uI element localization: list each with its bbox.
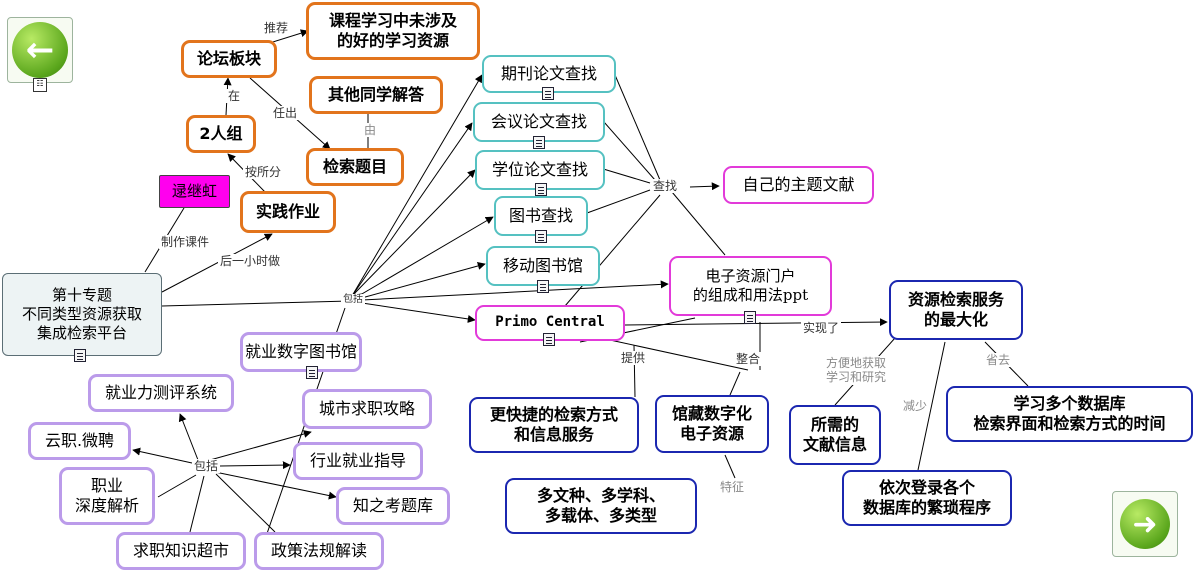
node-city-guide[interactable]: 城市求职攻略: [302, 389, 432, 429]
sitemap-icon[interactable]: ☷: [33, 78, 47, 92]
node-conference[interactable]: 会议论文查找: [473, 102, 605, 142]
link-label-assign: 按所分: [243, 165, 284, 180]
link-label-feature: 特征: [718, 480, 747, 495]
node-eportal[interactable]: 电子资源门户 的组成和用法ppt: [669, 256, 832, 316]
node-faster[interactable]: 更快捷的检索方式 和信息服务: [469, 397, 639, 453]
link-label-recommend: 推荐: [262, 21, 291, 36]
link-label-convenient: 方便地获取 学习和研究: [824, 356, 889, 385]
node-industry[interactable]: 行业就业指导: [293, 442, 423, 480]
link-label-raise: 任出: [271, 106, 300, 121]
document-note-icon[interactable]: [543, 333, 555, 346]
node-career[interactable]: 职业 深度解析: [59, 467, 155, 525]
node-group2[interactable]: 2人组: [186, 115, 256, 153]
node-root[interactable]: 第十专题 不同类型资源获取 集成检索平台: [2, 273, 162, 356]
back-arrow-icon: ←: [12, 22, 68, 78]
document-note-icon[interactable]: [535, 230, 547, 243]
document-note-icon[interactable]: [535, 183, 547, 196]
link-label-realize: 实现了: [801, 321, 842, 336]
link-label-integrate: 整合: [734, 352, 763, 367]
link-label-at: 在: [226, 89, 243, 104]
node-policy[interactable]: 政策法规解读: [254, 532, 384, 570]
node-books[interactable]: 图书查找: [494, 196, 588, 236]
link-label-make-courseware: 制作课件: [159, 235, 212, 250]
link-label-after-hours: 后一小时做: [218, 254, 283, 269]
link-label-search: 查找: [651, 179, 680, 194]
node-own-topic[interactable]: 自己的主题文献: [723, 166, 874, 204]
node-login[interactable]: 依次登录各个 数据库的繁琐程序: [842, 470, 1012, 526]
node-needed-info[interactable]: 所需的 文献信息: [789, 405, 881, 465]
link-label-provide: 提供: [619, 351, 648, 366]
document-note-icon[interactable]: [537, 280, 549, 293]
link-label-save: 省去: [984, 353, 1013, 368]
link-label-include-job: 包括: [192, 459, 221, 474]
node-maximize[interactable]: 资源检索服务 的最大化: [889, 280, 1023, 340]
node-exam-bank[interactable]: 知之考题库: [336, 487, 450, 525]
link-label-by: 由: [362, 123, 379, 138]
document-note-icon[interactable]: [306, 366, 318, 379]
document-note-icon[interactable]: [74, 349, 86, 362]
document-note-icon[interactable]: [533, 136, 545, 149]
forward-button[interactable]: ➜: [1112, 491, 1178, 557]
back-button[interactable]: ←: [7, 17, 73, 83]
node-author[interactable]: 逯继虹: [159, 175, 230, 208]
node-cloud-job[interactable]: 云职.微聘: [28, 422, 131, 460]
node-knowledge-market[interactable]: 求职知识超市: [116, 532, 246, 570]
node-learn-many[interactable]: 学习多个数据库 检索界面和检索方式的时间: [946, 386, 1193, 442]
node-primo[interactable]: Primo Central: [475, 305, 625, 341]
node-forum[interactable]: 论坛板块: [181, 40, 277, 78]
node-collection[interactable]: 馆藏数字化 电子资源: [655, 395, 769, 453]
node-practice[interactable]: 实践作业: [240, 191, 336, 233]
node-course-resources[interactable]: 课程学习中未涉及 的好的学习资源: [306, 2, 480, 60]
node-multi[interactable]: 多文种、多学科、 多载体、多类型: [505, 478, 697, 534]
link-label-reduce: 减少: [901, 399, 930, 414]
document-note-icon[interactable]: [744, 311, 756, 324]
node-search-topic[interactable]: 检索题目: [306, 148, 404, 186]
node-job-library[interactable]: 就业数字图书馆: [240, 332, 362, 372]
forward-arrow-icon: ➜: [1120, 499, 1170, 549]
node-other-answers[interactable]: 其他同学解答: [309, 76, 443, 114]
link-label-include-main: 包括: [341, 294, 365, 306]
node-job-test[interactable]: 就业力测评系统: [88, 374, 234, 412]
document-note-icon[interactable]: [542, 87, 554, 100]
